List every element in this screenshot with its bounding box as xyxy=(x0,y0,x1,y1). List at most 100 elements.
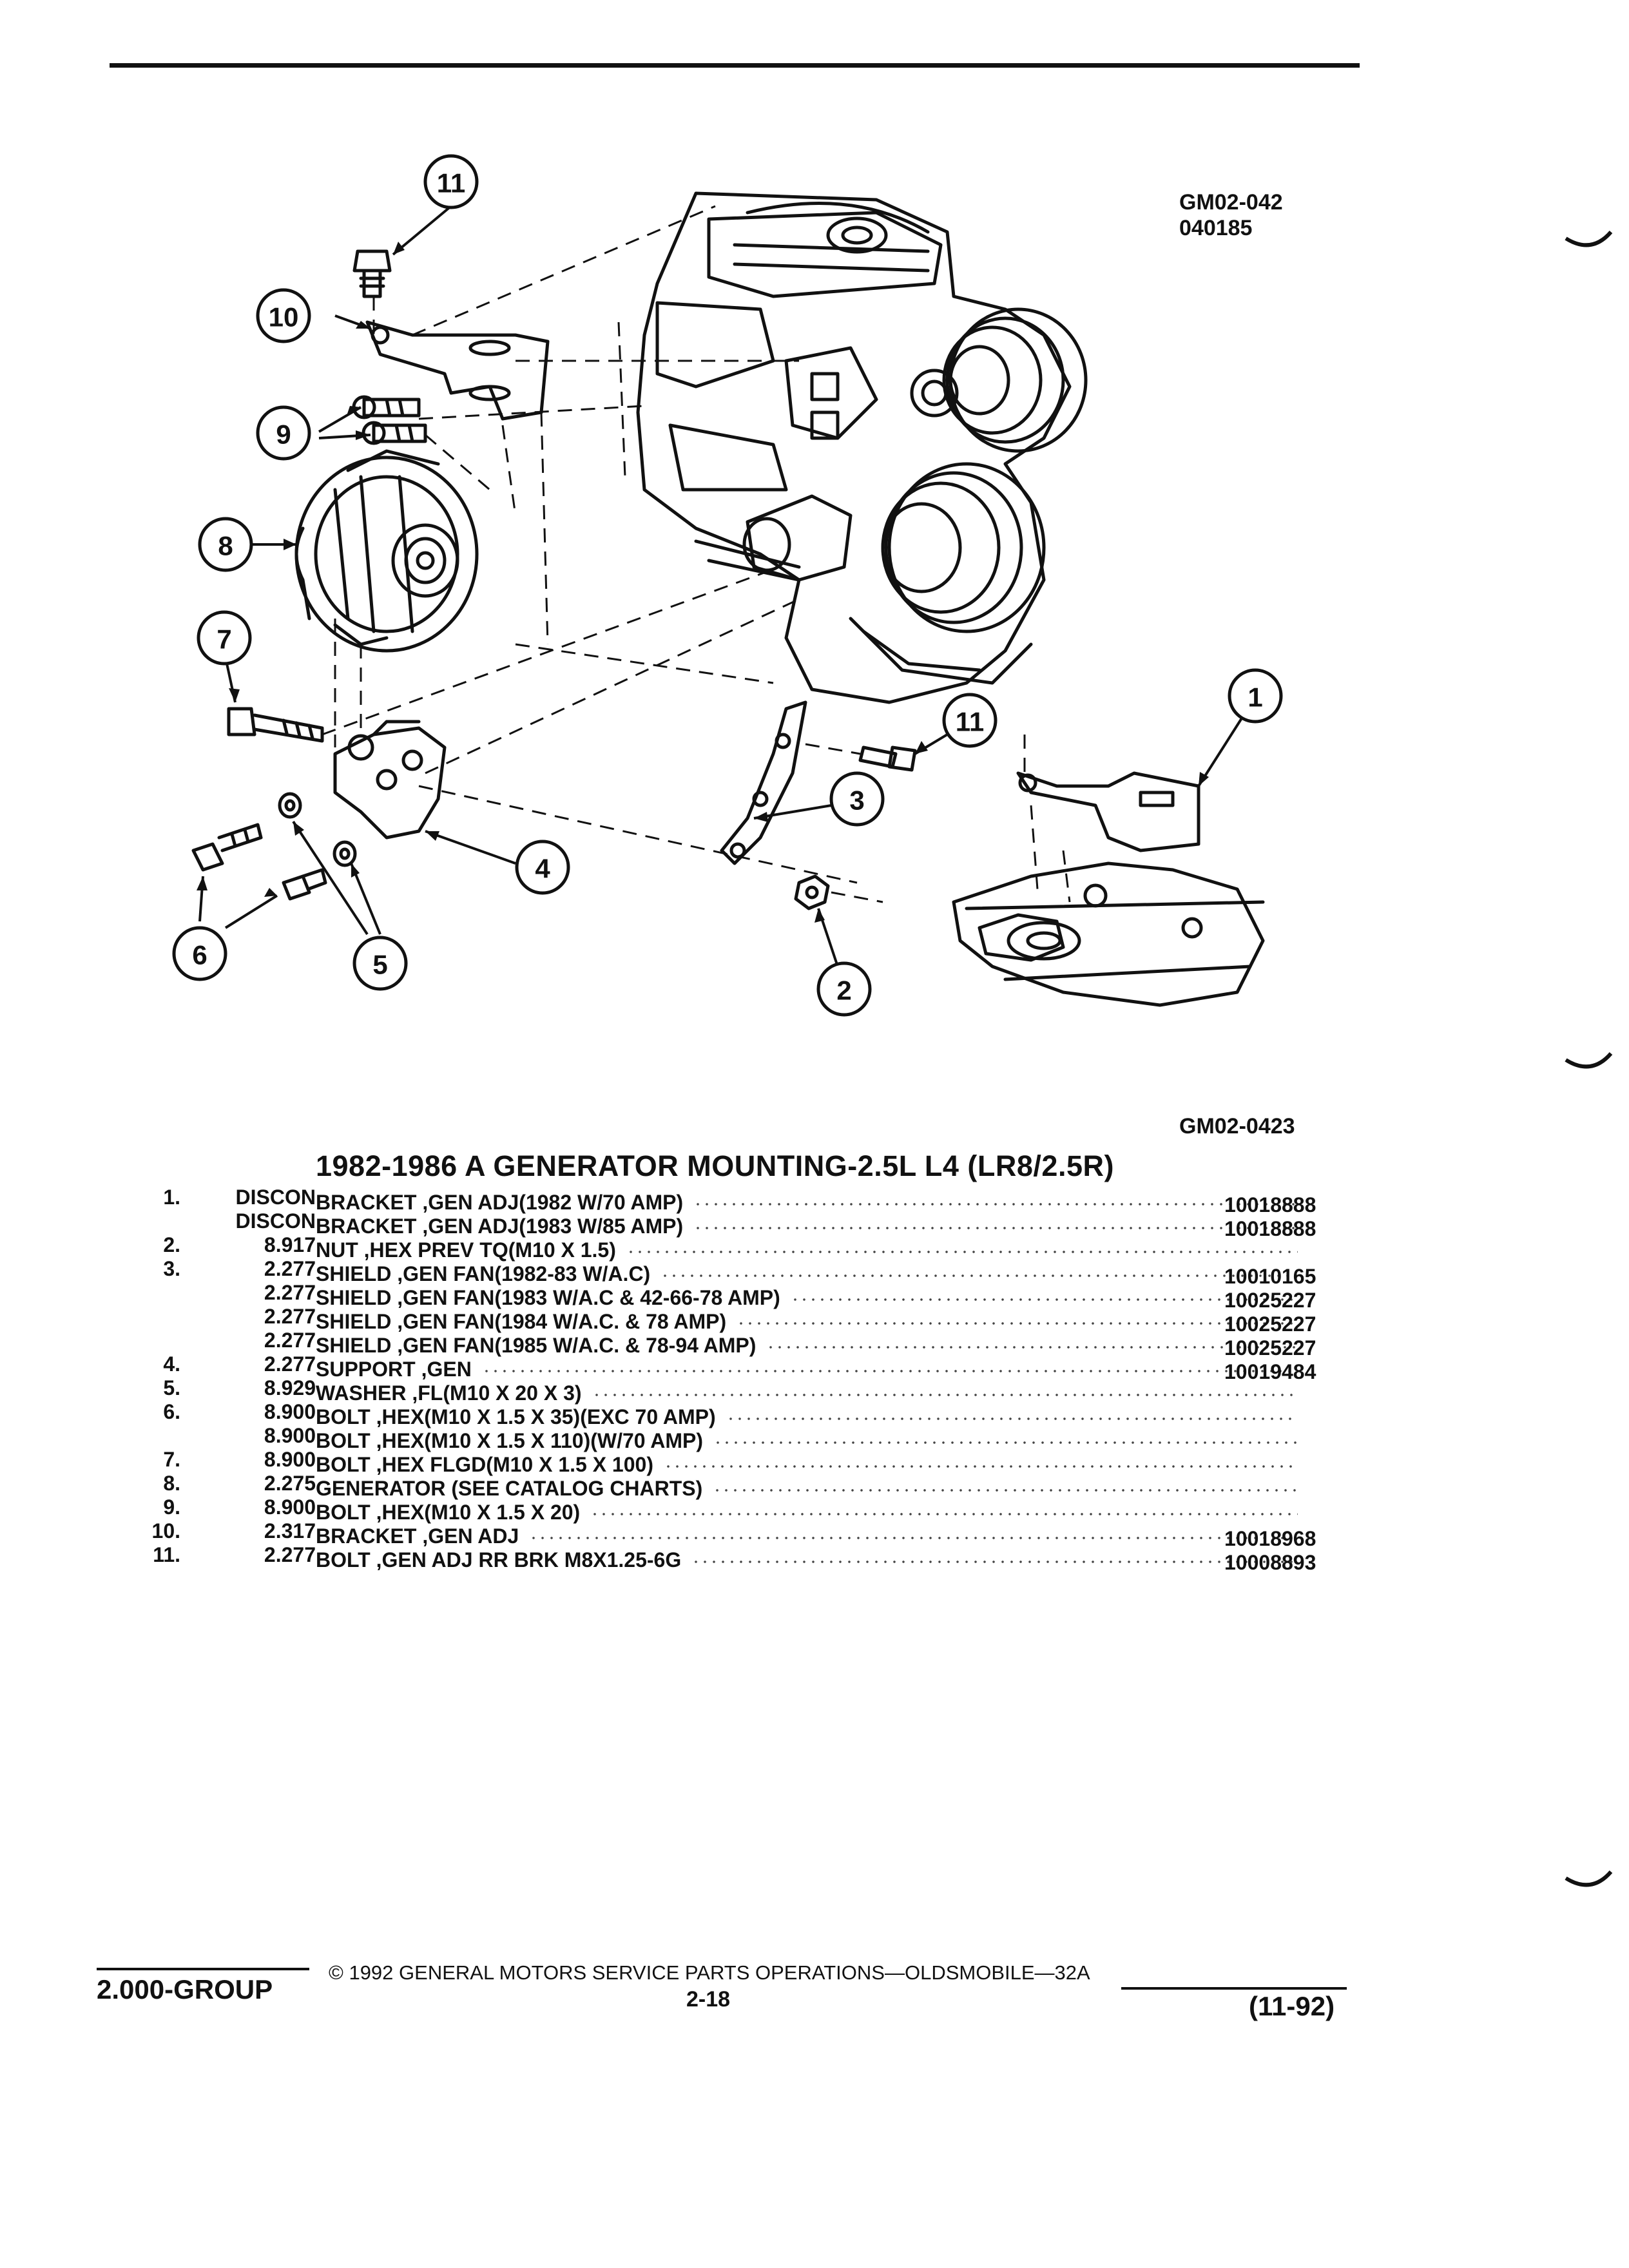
part-group-number: DISCON xyxy=(235,1209,316,1233)
part-description: SUPPORT ,GEN xyxy=(316,1352,1308,1381)
part-ref-number: 9. xyxy=(163,1495,180,1519)
part-name: SHIELD ,GEN FAN(1983 W/A.C & 42-66-78 AM… xyxy=(316,1286,780,1309)
callout-2-label: 2 xyxy=(836,975,851,1006)
part-name: BRACKET ,GEN ADJ(1982 W/70 AMP) xyxy=(316,1191,684,1214)
callout-11-right-label: 11 xyxy=(956,707,984,737)
footer-group-label: 2.000-GROUP xyxy=(97,1974,273,2004)
part-group-number: 8.900 xyxy=(264,1424,316,1447)
part-description: BOLT ,HEX(M10 X 1.5 X 110)(W/70 AMP) xyxy=(316,1424,1308,1453)
dot-leader xyxy=(766,1329,1298,1352)
callout-8-label: 8 xyxy=(218,531,233,561)
dot-leader xyxy=(691,1543,1298,1567)
part-ref-number: 6. xyxy=(163,1400,180,1423)
top-rule xyxy=(110,63,1360,68)
part-description: BOLT ,HEX FLGD(M10 X 1.5 X 100) xyxy=(316,1448,1308,1477)
part-ref-number: 7. xyxy=(163,1448,180,1471)
bolt-7 xyxy=(227,707,324,743)
part-description: BRACKET ,GEN ADJ xyxy=(316,1519,1308,1548)
part-name: BOLT ,HEX FLGD(M10 X 1.5 X 100) xyxy=(316,1453,653,1476)
dot-leader xyxy=(713,1472,1298,1495)
footer-rule-right xyxy=(1121,1987,1347,1990)
part-ref-number: 8. xyxy=(163,1472,180,1495)
section-title: 1982-1986 A GENERATOR MOUNTING-2.5L L4 (… xyxy=(316,1149,1114,1182)
callout-4 xyxy=(515,840,570,895)
callout-6 xyxy=(172,926,227,981)
callout-4-label: 4 xyxy=(535,854,550,884)
callout-6-label: 6 xyxy=(192,940,207,970)
part-description: WASHER ,FL(M10 X 20 X 3) xyxy=(316,1376,1308,1405)
callout-10-label: 10 xyxy=(269,302,299,332)
part-name: WASHER ,FL(M10 X 20 X 3) xyxy=(316,1381,582,1405)
callout-9-label: 9 xyxy=(276,419,291,450)
callout-11-top-label: 11 xyxy=(437,168,465,198)
dot-leader xyxy=(592,1376,1298,1400)
engine-block xyxy=(636,191,1088,704)
support-4 xyxy=(333,720,447,840)
part-description: SHIELD ,GEN FAN(1984 W/A.C. & 78 AMP) xyxy=(316,1305,1308,1334)
callout-11-top xyxy=(423,154,479,209)
part-description: BOLT ,HEX(M10 X 1.5 X 20) xyxy=(316,1495,1308,1524)
part-group-number: 2.275 xyxy=(264,1472,316,1495)
shield-3 xyxy=(720,700,807,865)
callout-1 xyxy=(1228,668,1283,724)
binding-mark-2 xyxy=(1565,1052,1613,1069)
adjust-bracket-10 xyxy=(365,320,550,421)
part-name: NUT ,HEX PREV TQ(M10 X 1.5) xyxy=(316,1238,616,1262)
figure-code: GM02-0423 xyxy=(1179,1114,1295,1139)
bolts-9 xyxy=(352,395,427,445)
dot-leader xyxy=(481,1352,1298,1376)
part-ref-number: 3. xyxy=(163,1257,180,1280)
part-name: BOLT ,HEX(M10 X 1.5 X 35)(EXC 70 AMP) xyxy=(316,1405,716,1428)
callout-9 xyxy=(256,405,311,461)
part-group-number: 8.917 xyxy=(264,1233,316,1256)
callout-3 xyxy=(829,771,885,827)
ref-code-1: GM02-042 xyxy=(1179,190,1283,215)
part-name: SUPPORT ,GEN xyxy=(316,1358,472,1381)
callout-11-right xyxy=(942,693,998,748)
part-group-number: 2.277 xyxy=(264,1352,316,1376)
callout-5 xyxy=(352,936,408,991)
part-name: BOLT ,GEN ADJ RR BRK M8X1.25-6G xyxy=(316,1548,682,1571)
ref-code-2: 040185 xyxy=(1179,216,1253,240)
part-description: BRACKET ,GEN ADJ(1983 W/85 AMP) xyxy=(316,1209,1308,1238)
part-description: NUT ,HEX PREV TQ(M10 X 1.5) xyxy=(316,1233,1308,1262)
bolts-6 xyxy=(191,823,327,901)
engine-inset xyxy=(952,861,1265,1007)
nut-2 xyxy=(794,874,830,910)
part-group-number: 8.900 xyxy=(264,1400,316,1423)
part-group-number: 2.277 xyxy=(264,1281,316,1304)
part-ref-number: 1. xyxy=(163,1186,180,1209)
dot-leader xyxy=(663,1448,1298,1472)
binding-mark-1 xyxy=(1565,230,1613,247)
callout-7-label: 7 xyxy=(217,624,231,655)
dot-leader xyxy=(693,1209,1298,1233)
washers-5 xyxy=(278,792,357,867)
part-ref-number: 10. xyxy=(151,1519,180,1542)
dot-leader xyxy=(790,1281,1298,1305)
callout-2 xyxy=(816,961,872,1017)
bracket-1 xyxy=(1016,771,1200,852)
callout-7 xyxy=(197,610,252,666)
callout-3-label: 3 xyxy=(849,785,864,816)
part-group-number: 2.277 xyxy=(264,1257,316,1280)
part-ref-number: 2. xyxy=(163,1233,180,1256)
dot-leader xyxy=(590,1495,1298,1519)
footer-date-code: (11-92) xyxy=(1249,1991,1335,2021)
part-group-number: 8.900 xyxy=(264,1448,316,1471)
part-name: BRACKET ,GEN ADJ(1983 W/85 AMP) xyxy=(316,1215,684,1238)
part-ref-number: 5. xyxy=(163,1376,180,1399)
part-description: GENERATOR (SEE CATALOG CHARTS) xyxy=(316,1472,1308,1501)
callout-10 xyxy=(256,288,311,343)
part-description: BOLT ,GEN ADJ RR BRK M8X1.25-6G xyxy=(316,1543,1308,1572)
part-group-number: 2.277 xyxy=(264,1305,316,1328)
